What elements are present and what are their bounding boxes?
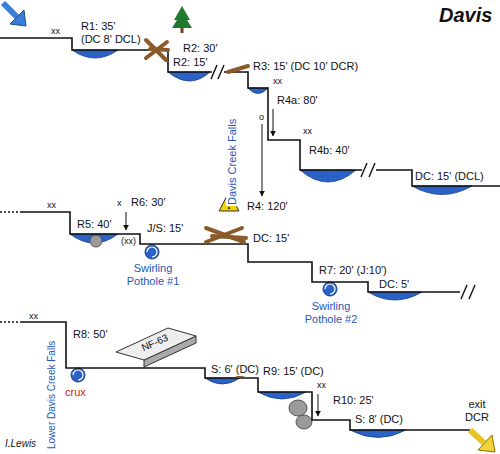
rappel-note: (DC 8' DCL) — [80, 33, 142, 46]
anchor-mark: x — [116, 198, 123, 208]
rappel-label: R6: 30' — [130, 196, 167, 209]
pools — [70, 50, 472, 438]
rappel-label: R2: 15' — [172, 56, 209, 69]
downclimb-label: DC: 15' (DCL) — [414, 170, 485, 183]
anchor-mark: xx — [46, 200, 57, 210]
author-credit: I.Lewis — [4, 438, 37, 450]
rappel-label: R7: 20' (J:10') — [318, 264, 388, 277]
rappel-label: R8: 50' — [72, 328, 109, 341]
crux-note: crux — [64, 386, 87, 399]
pothole-name: Swirling Pothole #2 — [298, 300, 364, 325]
jump-label: J/S: 15' — [146, 222, 184, 235]
anchor-mark: xx — [28, 311, 39, 321]
rappel-label: R1: 35' — [80, 20, 117, 33]
anchor-mark: xx — [302, 126, 313, 136]
diagram-title: Davis — [438, 4, 493, 27]
rappel-label: R3: 15' (DC 10' DCR) — [252, 60, 359, 73]
anchor-mark: xx — [50, 26, 61, 36]
creek-line — [0, 38, 500, 430]
exit-arrow — [470, 430, 495, 452]
slide-label: S: 8' (DC) — [354, 413, 404, 426]
tree-icon — [172, 6, 192, 33]
anchor-mark: xx — [272, 76, 283, 86]
pothole-name: Swirling Pothole #1 — [120, 262, 186, 287]
anchor-mark: o — [258, 112, 265, 122]
downclimb-label: DC: 15' — [252, 232, 290, 245]
falls-name: Davis Creek Falls — [226, 118, 239, 206]
road-bridge — [116, 328, 196, 367]
anchor-mark: (xx) — [120, 236, 137, 246]
exit-note: exit DCR — [461, 398, 493, 423]
rappel-label: R4b: 40' — [308, 144, 351, 157]
anchor-mark: xx — [316, 380, 327, 390]
boulders — [90, 235, 312, 429]
start-arrow — [3, 3, 26, 26]
falls-name: Lower Davis Creek Falls — [46, 340, 58, 450]
rappel-label: R9: 15' (DC) — [262, 365, 325, 378]
rappel-label: R4a: 80' — [276, 94, 319, 107]
rappel-label: R5: 40' — [76, 218, 113, 231]
road-name: NF-63 — [139, 331, 171, 354]
slide-label: S: 6' (DC) — [210, 363, 260, 376]
rappel-label: R4: 120' — [246, 200, 289, 213]
downclimb-label: DC: 5' — [378, 278, 410, 291]
rappel-label: R2: 30' — [182, 42, 219, 55]
rappel-label: R10: 25' — [332, 394, 375, 407]
